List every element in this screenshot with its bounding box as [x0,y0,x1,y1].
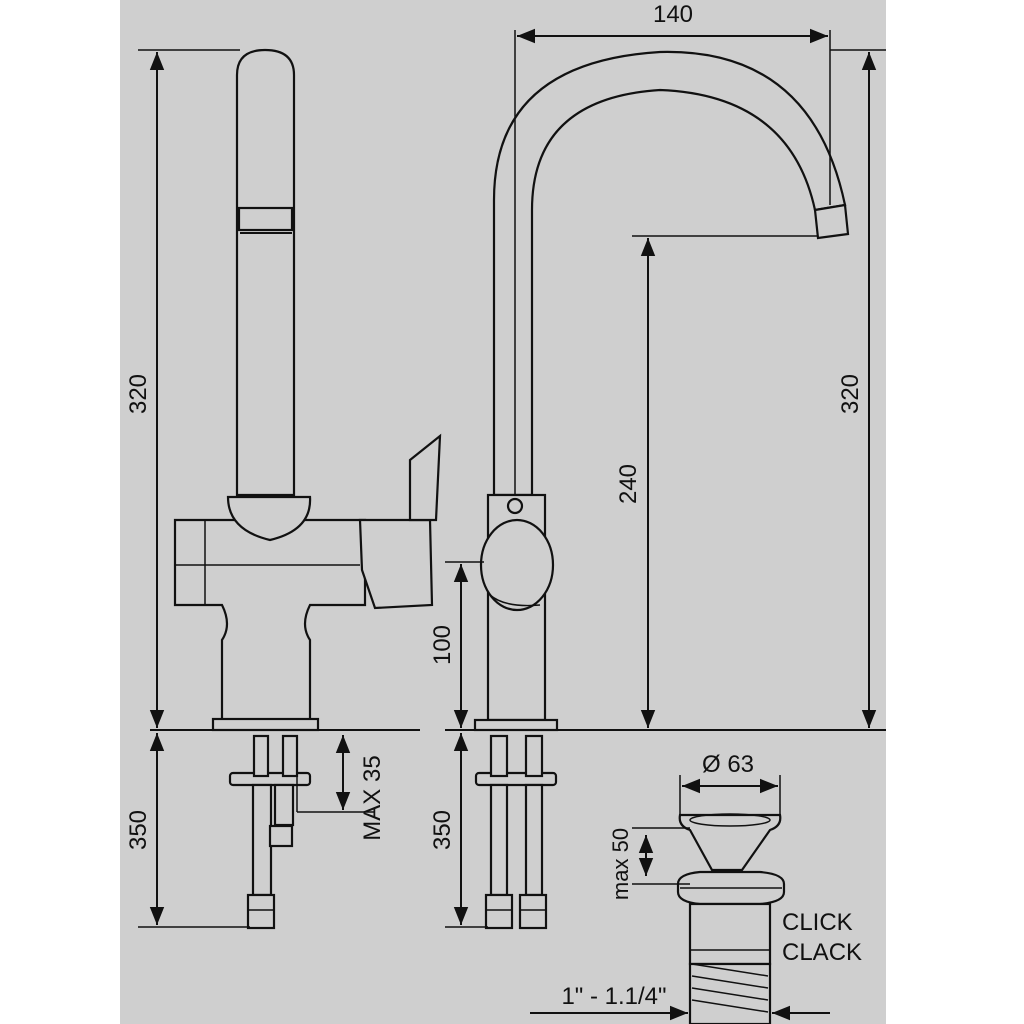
label-clack: CLACK [782,939,862,966]
swan-neck-spout [492,50,847,497]
dim-max-50: max 50 [608,827,690,900]
dim-max-thread-label: MAX 35 [359,755,386,840]
dim-lever-height-label: 100 [429,625,456,665]
dim-left-hose-label: 350 [125,810,152,850]
left-hoses [228,734,375,930]
click-clack-waste [676,813,786,1024]
dim-thread: 1" - 1.1/4" [530,983,830,1021]
lever-knob-front [479,518,555,612]
dim-left-height-label: 320 [125,374,152,414]
faucet-front-view [473,50,850,732]
dim-waste-diameter-label: Ø 63 [702,751,754,778]
mixer-body [173,518,367,722]
dim-left-350: 350 [125,733,250,928]
dim-right-hose-label: 350 [429,810,456,850]
label-click: CLICK [782,909,853,936]
dim-spout-height-label: 240 [615,464,642,504]
dim-spout-reach-label: 140 [653,1,693,28]
dim-waste-max-label: max 50 [608,828,633,900]
waste-body [688,902,772,966]
dim-100: 100 [429,561,484,728]
dim-right-height-label: 320 [837,374,864,414]
spout-ring [237,206,294,232]
dim-waste-thread-label: 1" - 1.1/4" [561,983,666,1010]
dim-140: 140 [514,1,831,495]
faucet-side-view [173,48,442,732]
dim-right-320: 320 [830,49,886,728]
spout-column [235,48,296,497]
dim-right-350: 350 [429,733,488,928]
right-hoses [474,734,558,930]
dim-240: 240 [615,235,818,728]
dim-left-320: 320 [125,49,240,728]
dim-max-35: MAX 35 [335,735,386,841]
lever-handle [358,518,434,610]
waste-plug-cap [678,813,782,872]
dim-diameter: Ø 63 [679,751,781,815]
